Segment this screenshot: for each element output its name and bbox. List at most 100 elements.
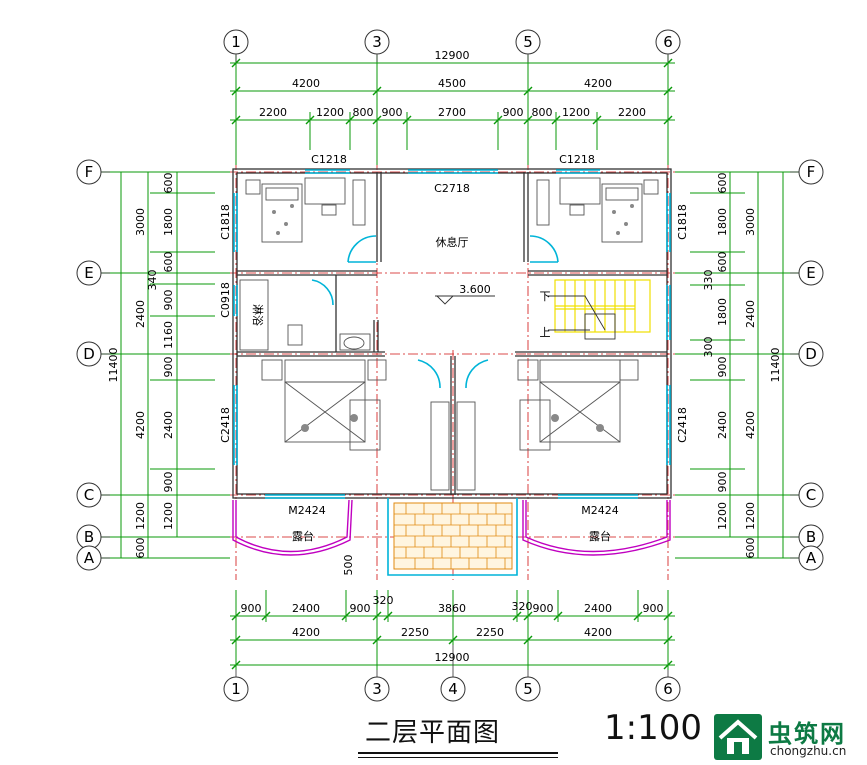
elevation-marker (435, 295, 495, 305)
dim-left-in-1: 600 (162, 173, 175, 194)
dim-right-mid-4: 1200 (744, 502, 757, 530)
walls (232, 168, 672, 499)
axis-label-col-1: 1 (231, 33, 241, 51)
dim-left-mid-2: 2400 (134, 300, 147, 328)
dim-bot-l1-1: 900 (241, 602, 262, 615)
dim-bot-l1-7: 900 (533, 602, 554, 615)
drawing-title: 二层平面图 (365, 718, 501, 748)
dim-right-in-1: 600 (716, 173, 729, 194)
dim-right-in-4: 330 (702, 270, 715, 291)
dim-right-mid-1: 3000 (744, 208, 757, 236)
dim-right-mid-2: 2400 (744, 300, 757, 328)
dim-top-l3-4: 900 (382, 106, 403, 119)
dim-top-l3-8: 1200 (562, 106, 590, 119)
axis-label-col-5: 5 (523, 33, 533, 51)
dim-top-l2-3: 4200 (584, 77, 612, 90)
window-tag-c1218-left: C1218 (311, 153, 347, 166)
stair-up-label: 上 (540, 326, 551, 339)
logo-url: chongzhu.cn (770, 744, 847, 758)
site-logo: 虫筑网 chongzhu.cn (712, 712, 867, 765)
dim-top-l3-7: 800 (532, 106, 553, 119)
dim-bot-l1-8: 2400 (584, 602, 612, 615)
room-label-bath: 淋浴 (251, 304, 264, 326)
axis-label-row-d: D (83, 345, 95, 363)
room-label-lounge: 休息厅 (436, 235, 469, 249)
axis-label-row-c: C (84, 486, 94, 504)
dim-left-in-7: 2400 (162, 411, 175, 439)
title-underline (358, 752, 558, 754)
dim-right-in-2: 1800 (716, 208, 729, 236)
dim-left-in-6: 900 (162, 357, 175, 378)
axis-label-col-4-bottom: 4 (448, 680, 458, 698)
dim-top-total: 12900 (435, 49, 470, 62)
dim-bot-l1-4: 320 (373, 594, 394, 607)
dim-left-mid-extra: 340 (146, 270, 159, 291)
window-tag-c2418-left: C2418 (219, 407, 232, 443)
house-logo-icon (714, 714, 762, 760)
dim-left-mid-1: 3000 (134, 208, 147, 236)
axis-label-row-b: B (84, 528, 94, 546)
door-tag-m2424-left: M2424 (288, 504, 326, 517)
axis-label-row-f: F (85, 163, 94, 181)
dim-right-mid-3: 4200 (744, 411, 757, 439)
windows (233, 169, 671, 576)
balconies (232, 499, 671, 556)
axis-label-row-e: E (84, 264, 93, 282)
axis-label-row-c-right: C (806, 486, 816, 504)
window-tag-c0918: C0918 (219, 282, 232, 318)
axis-label-col-3: 3 (372, 33, 382, 51)
dim-right-outer: 11400 (769, 348, 782, 383)
dim-bot-total: 12900 (435, 651, 470, 664)
dim-left-in-3: 600 (162, 252, 175, 273)
axis-label-row-d-right: D (805, 345, 817, 363)
axis-label-row-e-right: E (806, 264, 815, 282)
dim-right-in-3: 600 (716, 252, 729, 273)
dim-right-in-9: 900 (716, 472, 729, 493)
dim-bot-l1-2: 2400 (292, 602, 320, 615)
stair-down-label: 下 (540, 290, 551, 303)
dim-top-l3-2: 1200 (316, 106, 344, 119)
dim-bot-l1-6: 320 (512, 600, 533, 613)
dim-left-mid-4: 1200 (134, 502, 147, 530)
dim-right-in-10: 1200 (716, 502, 729, 530)
dim-left-in-5: 1160 (162, 321, 175, 349)
dim-bot-l1-3: 900 (350, 602, 371, 615)
dim-bot-l1-5: 3860 (438, 602, 466, 615)
furniture (239, 177, 659, 491)
staircase (554, 279, 651, 333)
axis-label-row-a-right: A (806, 549, 817, 567)
axis-label-row-b-right: B (806, 528, 816, 546)
logo-name: 虫筑网 (768, 720, 846, 748)
axis-label-col-1-bottom: 1 (231, 680, 241, 698)
dim-top-l3-9: 2200 (618, 106, 646, 119)
window-tag-c2418-right: C2418 (676, 407, 689, 443)
dim-left-in-4: 900 (162, 290, 175, 311)
dim-left-outer: 11400 (107, 348, 120, 383)
dim-top-l2-2: 4500 (438, 77, 466, 90)
dim-top-l3-5: 2700 (438, 106, 466, 119)
stair-arrows (548, 295, 616, 340)
axis-label-col-6: 6 (663, 33, 673, 51)
axis-label-row-a: A (84, 549, 95, 567)
dimension-ticks (231, 58, 673, 670)
title-underline-thin (358, 757, 558, 758)
axis-label-col-3-bottom: 3 (372, 680, 382, 698)
dim-right-in-5: 1800 (716, 298, 729, 326)
dim-top-l3-3: 800 (353, 106, 374, 119)
dim-top-l2-1: 4200 (292, 77, 320, 90)
window-tag-c1218-right: C1218 (559, 153, 595, 166)
dim-left-mid-3: 4200 (134, 411, 147, 439)
dim-right-in-8: 2400 (716, 411, 729, 439)
dim-bot-l2-4: 4200 (584, 626, 612, 639)
room-label-balcony-left: 露台 (292, 529, 314, 543)
dim-bot-l2-1: 4200 (292, 626, 320, 639)
dim-right-in-6: 300 (702, 337, 715, 358)
dim-top-l3-1: 2200 (259, 106, 287, 119)
axis-label-row-f-right: F (807, 163, 816, 181)
dim-bot-l2-2: 2250 (401, 626, 429, 639)
dim-right-in-7: 900 (716, 357, 729, 378)
window-tag-c1818-left: C1818 (219, 204, 232, 240)
dimension-lines (100, 55, 800, 670)
elevation-label: 3.600 (459, 283, 491, 296)
